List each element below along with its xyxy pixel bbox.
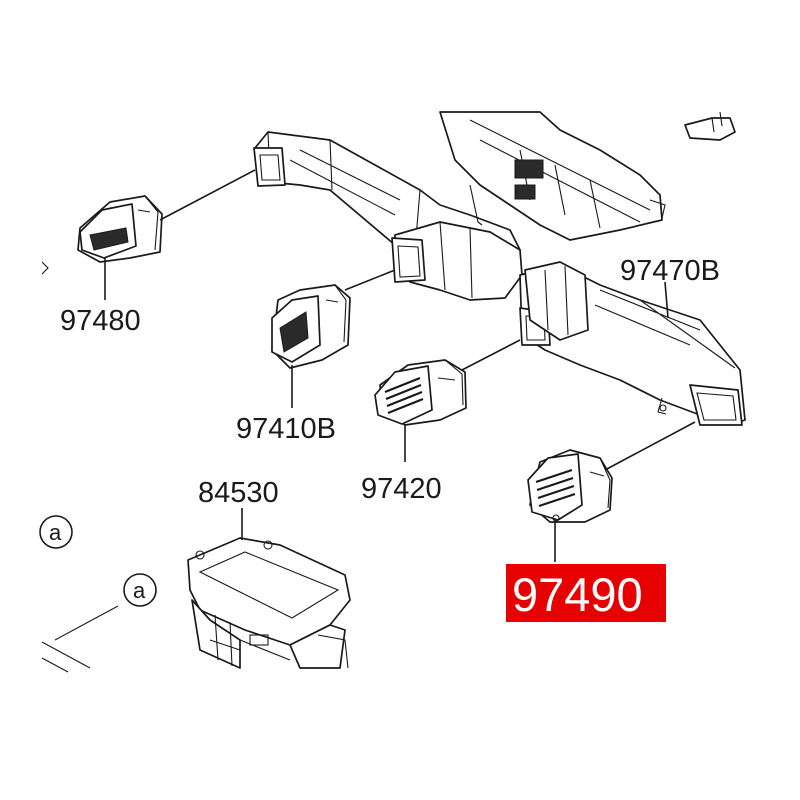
- part-label-84530: 84530: [198, 477, 279, 509]
- leader-lines: [104, 169, 696, 562]
- highlight-box: [506, 564, 666, 622]
- ref-circle-a-upper: a: [39, 515, 73, 549]
- part-label-97420: 97420: [361, 473, 442, 505]
- ref-circle-a-lower: a: [123, 573, 157, 607]
- air-vent-97410b: [271, 284, 351, 369]
- part-label-97470b: 97470B: [620, 255, 720, 287]
- air-vent-97490: [527, 449, 613, 523]
- part-label-97410b: 97410B: [236, 413, 336, 445]
- part-label-97490: 97490: [512, 568, 643, 621]
- center-air-duct: [253, 131, 746, 426]
- air-vent-97480: [77, 195, 163, 263]
- cropped-clip-part: [684, 111, 736, 141]
- highlighted-part-label: 97490: [506, 564, 666, 622]
- air-vent-97420: [374, 359, 467, 426]
- airbag-module-84530: [187, 537, 351, 669]
- svg-text:a: a: [133, 578, 146, 603]
- cropped-arrow-left: [41, 261, 49, 275]
- cropped-dash-part: [41, 605, 119, 673]
- svg-text:a: a: [49, 520, 62, 545]
- part-label-97480: 97480: [60, 305, 141, 337]
- control-bracket: [439, 111, 666, 241]
